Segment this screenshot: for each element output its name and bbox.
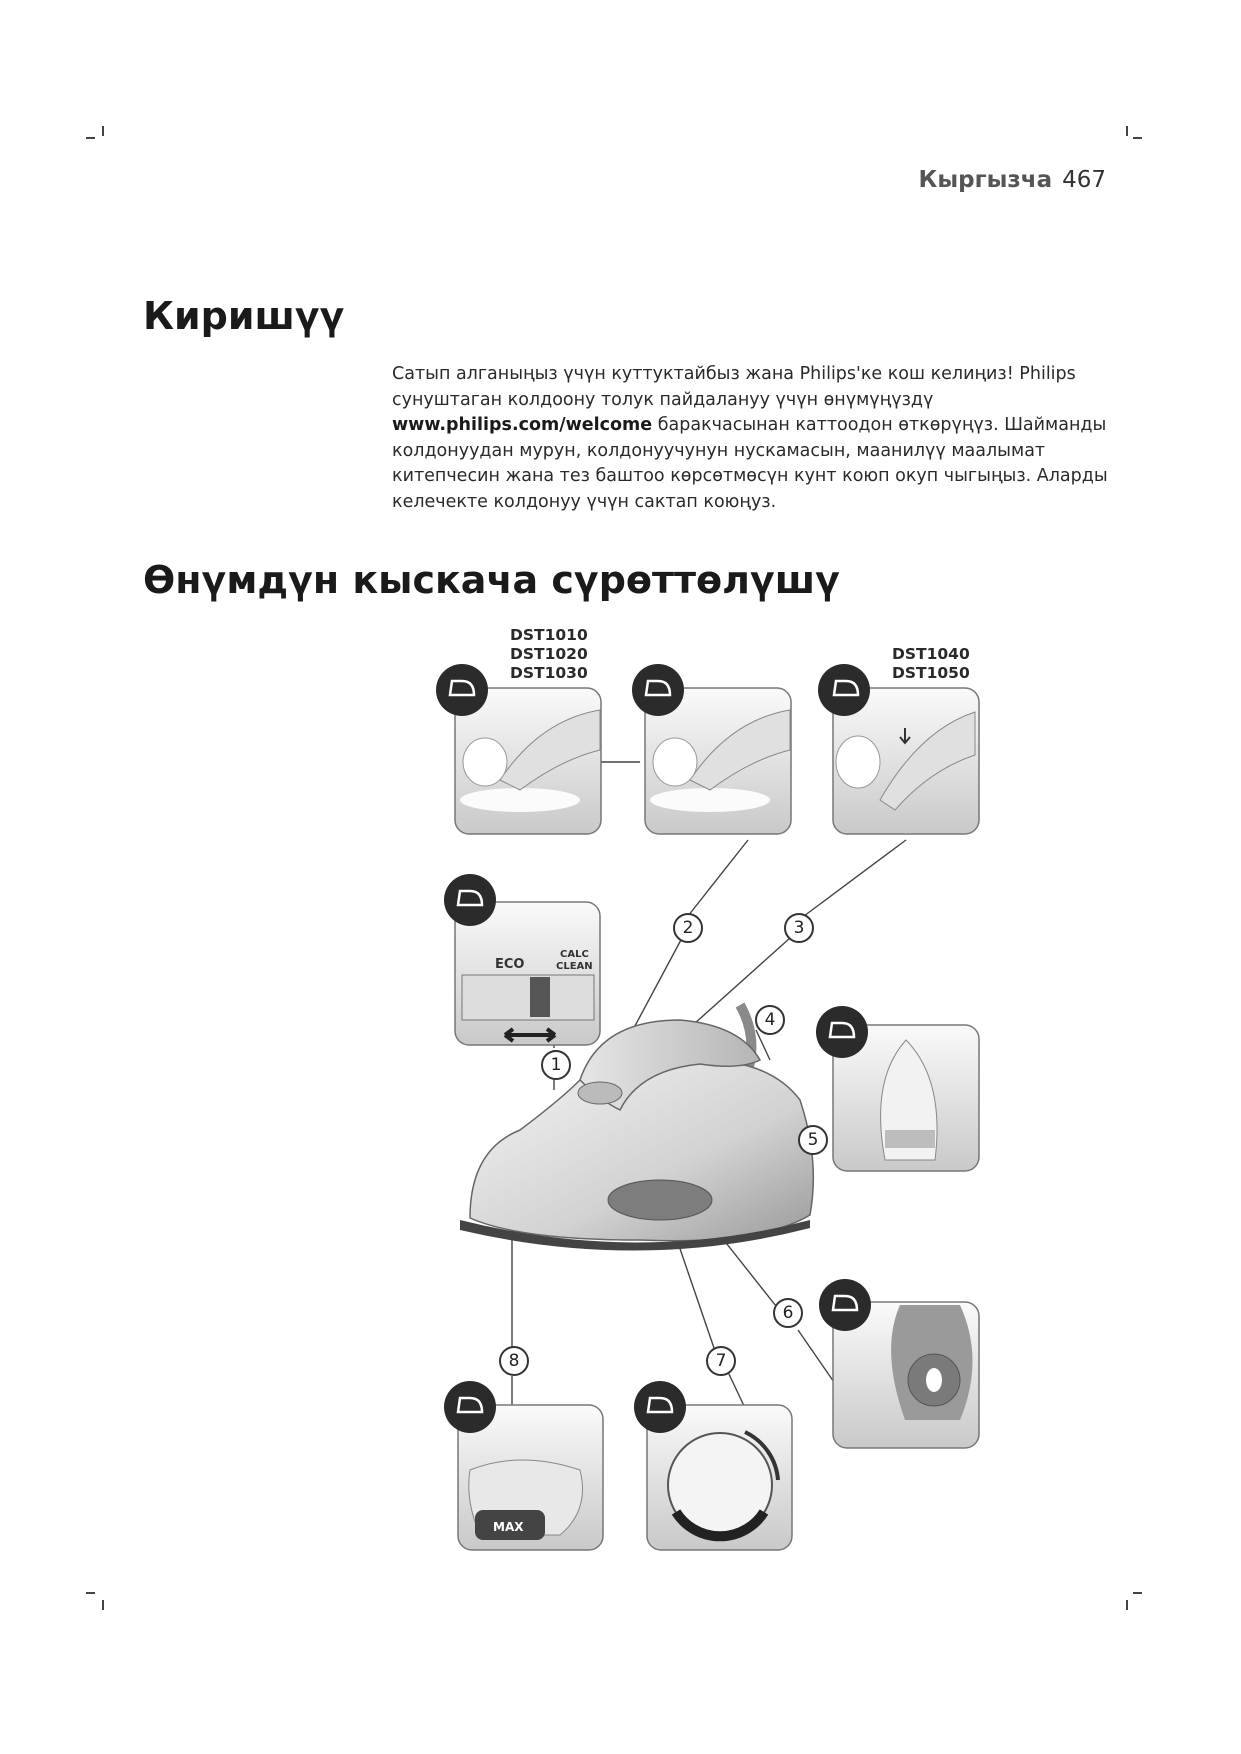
intro-line: келечекте колдонуу үчүн сактап коюңуз.	[392, 491, 777, 512]
header-language: Кыргызча	[918, 167, 1053, 193]
eco-label: ECO	[495, 957, 524, 972]
model-label: DST1020	[510, 645, 588, 663]
steam-iron	[460, 1002, 815, 1251]
calc-label: CALC	[560, 949, 589, 960]
section-title-product-overview: Өнүмдүн кыскача сүрөттөлүшү	[143, 558, 840, 602]
max-label: MAX	[493, 1520, 524, 1534]
temperature-dial-panel	[646, 1404, 793, 1551]
soleplate-panel	[832, 1024, 980, 1172]
crop-mark	[86, 137, 95, 139]
intro-line: колдонуудан мурун, колдонуучунун нускама…	[392, 440, 1046, 461]
fill-opening-panel	[832, 1301, 980, 1449]
callout-4: 4	[755, 1005, 785, 1035]
running-header: Кыргызча 467	[919, 167, 1106, 193]
crop-mark	[1133, 137, 1142, 139]
spray-panel	[832, 687, 980, 835]
intro-line: баракчасынан каттоодон өткөрүңүз. Шайман…	[652, 415, 1107, 436]
callout-3: 3	[784, 913, 814, 943]
page-number: 467	[1062, 167, 1106, 193]
intro-line: китепчесин жана тез баштоо көрсөтмөсүн к…	[392, 466, 1108, 487]
section-title-introduction: Киришүү	[143, 294, 345, 338]
crop-mark	[86, 1592, 95, 1594]
crop-mark	[1126, 1600, 1128, 1610]
model-label: DST1050	[892, 664, 970, 682]
crop-mark	[102, 1600, 104, 1610]
callout-5: 5	[798, 1125, 828, 1155]
model-label: DST1030	[510, 664, 588, 682]
crop-mark	[102, 126, 104, 136]
model-label: DST1040	[892, 645, 970, 663]
model-list-right: DST1040 DST1050	[892, 645, 970, 683]
callout-8: 8	[499, 1346, 529, 1376]
steam-control-panel: ECO CALC CLEAN	[454, 901, 601, 1046]
crop-mark	[1126, 126, 1128, 136]
intro-line: Сатып алганыңыз үчүн куттуктайбыз жана P…	[392, 364, 1076, 384]
crop-mark	[1133, 1592, 1142, 1594]
intro-paragraph: Сатып алганыңыз үчүн куттуктайбыз жана P…	[392, 362, 1112, 516]
model-list-left: DST1010 DST1020 DST1030	[510, 626, 588, 683]
callout-1: 1	[541, 1050, 571, 1080]
clean-label: CLEAN	[556, 961, 593, 972]
model-label: DST1010	[510, 626, 588, 644]
callout-2: 2	[673, 913, 703, 943]
steam-boost-panel-1	[454, 687, 602, 835]
intro-line: сунуштаган колдоону толук пайдалануу үчү…	[392, 389, 934, 410]
steam-boost-panel-2	[644, 687, 792, 835]
water-tank-panel: MAX	[457, 1404, 604, 1551]
callout-6: 6	[773, 1298, 803, 1328]
callout-7: 7	[706, 1346, 736, 1376]
welcome-link[interactable]: www.philips.com/welcome	[392, 415, 653, 436]
